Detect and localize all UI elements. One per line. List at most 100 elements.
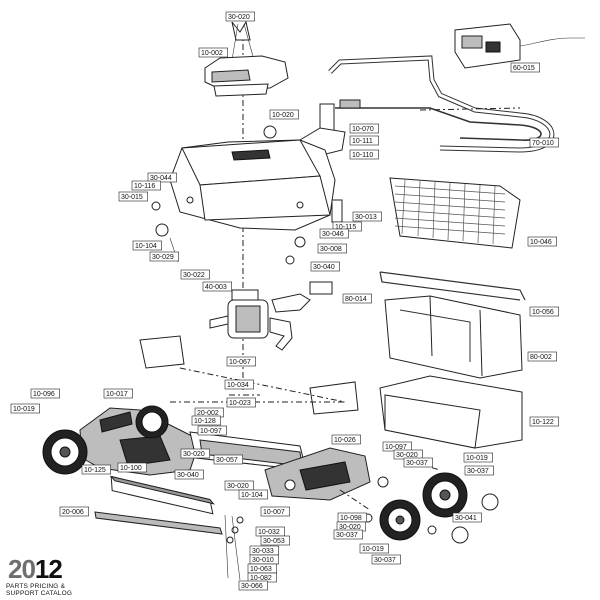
- part-callout: 10-032: [255, 526, 285, 537]
- part-number-label: 10-082: [250, 575, 272, 582]
- part-callout: 10-104: [132, 240, 162, 251]
- part-number-label: 30-066: [241, 583, 263, 590]
- part-number-label: 10-115: [335, 224, 356, 231]
- part-callout: 30-033: [249, 545, 279, 556]
- part-number-label: 30-044: [150, 175, 172, 182]
- part-number-label: 30-008: [320, 246, 342, 253]
- side-panel-left-part: [139, 335, 185, 369]
- part-number-label: 30-037: [406, 460, 428, 467]
- part-number-label: 10-125: [84, 467, 106, 474]
- part-callout: 10-007: [260, 506, 290, 517]
- floating-cable-part: [328, 55, 555, 153]
- part-number-label: 10-098: [340, 515, 362, 522]
- screw-stack-part: [224, 514, 244, 581]
- left-hardware-parts: [151, 201, 179, 263]
- filter-wire-part: [379, 271, 526, 301]
- part-number-label: 30-037: [467, 468, 489, 475]
- part-callout: 30-015: [118, 191, 148, 202]
- part-number-label: 30-020: [227, 483, 249, 490]
- part-callout: 10-046: [527, 236, 557, 247]
- axle-part: [94, 511, 223, 535]
- part-callout: 10-019: [463, 452, 493, 463]
- part-callout: 10-111: [349, 135, 379, 146]
- part-number-label: 10-026: [334, 437, 356, 444]
- part-callout: 10-056: [529, 306, 559, 317]
- part-number-label: 10-096: [33, 391, 55, 398]
- part-number-label: 30-037: [374, 557, 396, 564]
- part-number-label: 10-128: [194, 418, 216, 425]
- part-callout: 30-040: [174, 469, 204, 480]
- part-callout: 10-002: [198, 47, 228, 58]
- part-callout: 10-019: [359, 543, 389, 554]
- part-number-label: 10-034: [227, 382, 249, 389]
- front-roller-part: [109, 475, 215, 515]
- part-callout: 80-014: [342, 293, 372, 304]
- part-callout: 10-122: [529, 416, 559, 427]
- callout-labels: 30-02010-00260-01570-01010-07010-11110-1…: [10, 11, 559, 591]
- motor-housing-part: [169, 139, 336, 231]
- part-number-label: 10-019: [466, 455, 488, 462]
- part-callout: 30-053: [260, 535, 290, 546]
- part-callout: 10-082: [247, 572, 277, 583]
- part-callout: 20-002: [194, 407, 224, 418]
- part-number-label: 30-010: [252, 557, 274, 564]
- part-callout: 10-070: [349, 123, 379, 134]
- part-callout: 10-100: [117, 462, 147, 473]
- part-number-label: 30-022: [183, 272, 205, 279]
- side-panel-right-part: [309, 381, 359, 415]
- part-callout: 10-017: [103, 388, 133, 399]
- part-callout: 10-128: [191, 415, 221, 426]
- year-prefix: 20: [8, 554, 36, 584]
- part-number-label: 10-097: [385, 444, 407, 451]
- part-number-label: 10-111: [352, 138, 373, 145]
- part-callout: 30-037: [403, 457, 433, 468]
- part-number-label: 10-104: [135, 243, 157, 250]
- part-callout: 30-020: [393, 449, 423, 460]
- part-callout: 30-010: [249, 554, 279, 565]
- right-wheel-front-part: [379, 499, 421, 541]
- part-number-label: 30-053: [263, 538, 285, 545]
- part-number-label: 30-013: [355, 214, 377, 221]
- part-number-label: 30-020: [228, 14, 250, 21]
- part-callout: 10-096: [30, 388, 60, 399]
- part-callout: 30-029: [149, 251, 179, 262]
- part-number-label: 10-104: [241, 492, 263, 499]
- part-number-label: 10-046: [530, 239, 552, 246]
- part-number-label: 30-020: [183, 451, 205, 458]
- left-wheel-rear-part: [135, 405, 169, 439]
- part-callout: 30-037: [371, 554, 401, 565]
- part-callout: 10-026: [331, 434, 361, 445]
- part-callout: 10-104: [238, 489, 268, 500]
- part-number-label: 10-067: [229, 359, 251, 366]
- part-callout: 40-003: [202, 281, 232, 292]
- part-number-label: 30-020: [339, 524, 361, 531]
- part-callout: 10-097: [382, 441, 412, 452]
- wheel-caps-part: [363, 476, 499, 544]
- part-callout: 10-097: [197, 425, 227, 436]
- part-number-label: 10-007: [263, 509, 285, 516]
- part-number-label: 10-056: [532, 309, 554, 316]
- part-number-label: 10-100: [120, 465, 142, 472]
- year-suffix: 12: [34, 554, 63, 584]
- part-callout: 30-020: [224, 480, 254, 491]
- part-callout: 10-023: [226, 397, 256, 408]
- part-callout: 30-044: [147, 172, 177, 183]
- part-callout: 30-040: [310, 261, 340, 272]
- part-callout: 10-019: [10, 403, 40, 414]
- catalog-title-line2: SUPPORT CATALOG: [6, 590, 73, 597]
- part-callout: 30-020: [225, 11, 255, 22]
- part-number-label: 10-122: [532, 419, 554, 426]
- filter-screen-part: [389, 177, 521, 249]
- filter-tray-part: [379, 375, 523, 449]
- part-callout: 10-098: [337, 512, 367, 523]
- part-number-label: 10-097: [200, 428, 222, 435]
- part-number-label: 30-046: [322, 231, 344, 238]
- part-number-label: 30-015: [121, 194, 143, 201]
- left-wheel-front-part: [42, 429, 88, 475]
- right-drive-part: [264, 447, 371, 501]
- assembly-guide-line: [170, 367, 346, 403]
- part-callout: 80-002: [527, 351, 557, 362]
- part-number-label: 10-019: [362, 546, 384, 553]
- part-callout: 30-057: [213, 454, 243, 465]
